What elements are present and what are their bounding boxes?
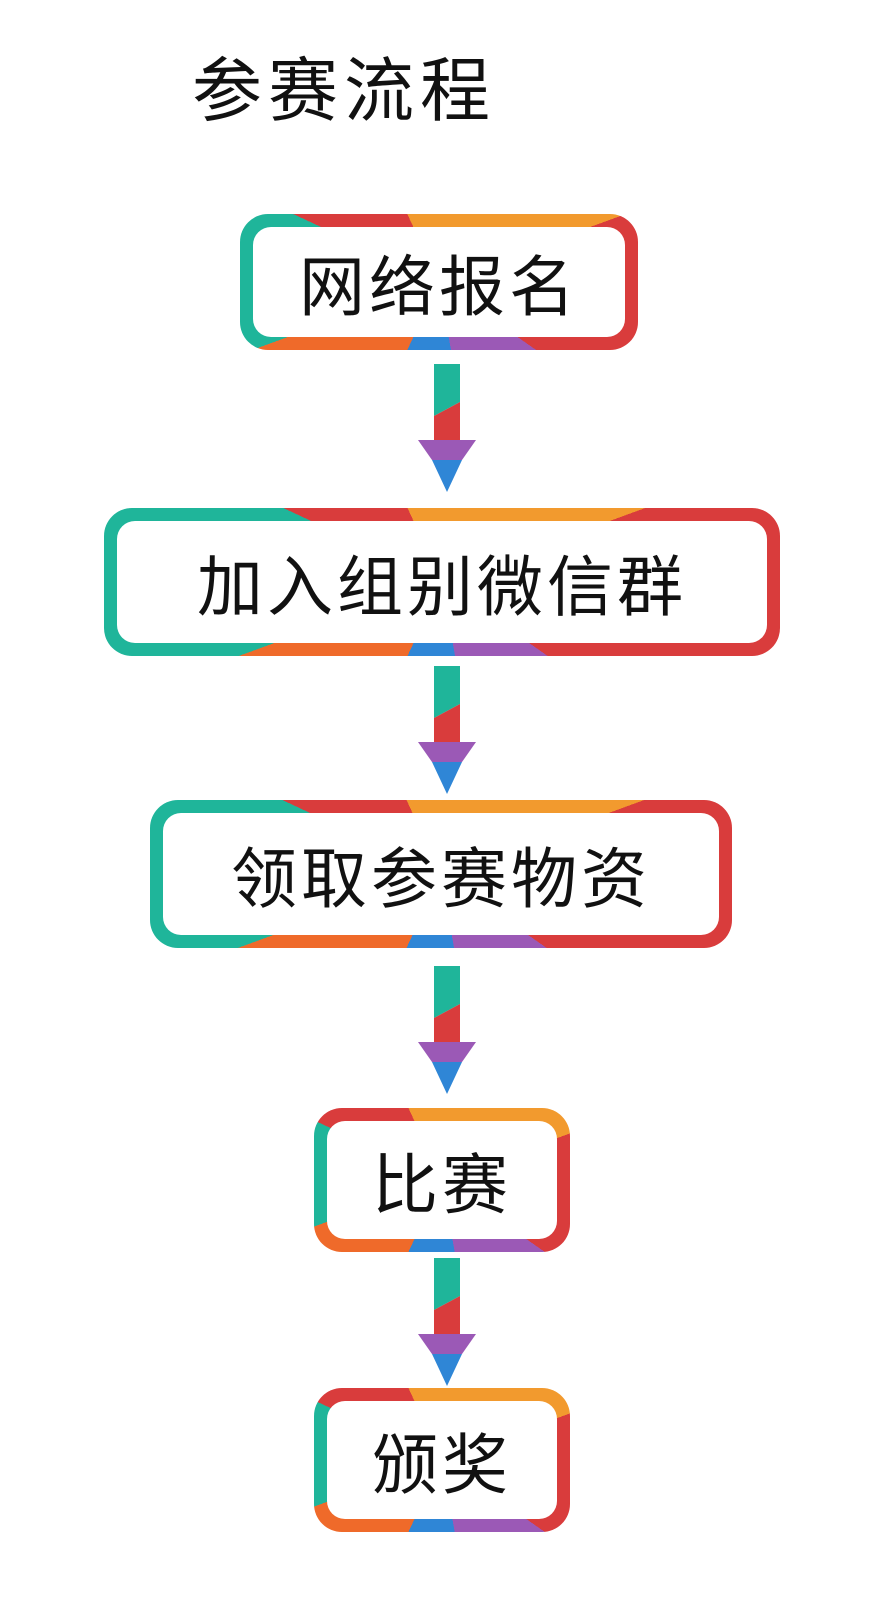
step-box-2: 加入组别微信群 (104, 508, 780, 656)
down-arrow-icon (418, 364, 476, 492)
step-box-inner-2: 加入组别微信群 (117, 521, 767, 643)
down-arrow-icon (418, 1258, 476, 1386)
page-title: 参赛流程 (192, 50, 496, 132)
step-label-3: 领取参赛物资 (231, 841, 651, 918)
step-box-inner-3: 领取参赛物资 (163, 813, 719, 935)
step-box-4: 比赛 (314, 1108, 570, 1252)
step-box-1: 网络报名 (240, 214, 638, 350)
step-box-inner-1: 网络报名 (253, 227, 625, 337)
step-label-1: 网络报名 (299, 249, 579, 326)
down-arrow-icon (418, 966, 476, 1094)
step-label-2: 加入组别微信群 (197, 549, 687, 626)
step-box-inner-4: 比赛 (327, 1121, 557, 1239)
step-box-inner-5: 颁奖 (327, 1401, 557, 1519)
step-label-4: 比赛 (372, 1147, 512, 1224)
step-box-3: 领取参赛物资 (150, 800, 732, 948)
step-label-5: 颁奖 (372, 1427, 512, 1504)
step-box-5: 颁奖 (314, 1388, 570, 1532)
down-arrow-icon (418, 666, 476, 794)
